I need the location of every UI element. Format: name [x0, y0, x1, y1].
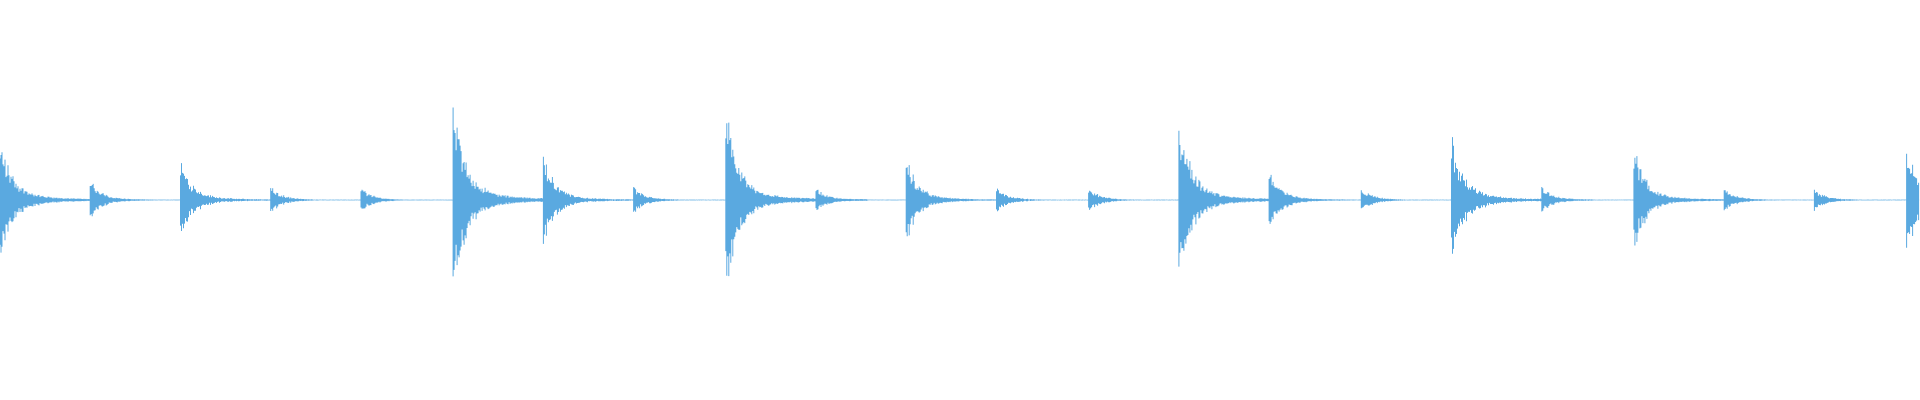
waveform-hit-13 — [1088, 190, 1183, 210]
waveform-hit-18 — [1541, 187, 1642, 212]
waveform-hit-16 — [1360, 190, 1455, 209]
waveform-hit-21 — [1813, 189, 1908, 211]
waveform-hit-2 — [89, 183, 196, 217]
waveform-hit-10 — [815, 189, 916, 210]
waveform-traces — [0, 107, 1920, 277]
waveform-hit-12 — [996, 188, 1090, 212]
waveform-hit-6 — [452, 107, 595, 277]
waveform-hit-1 — [0, 152, 142, 253]
waveform-hit-20 — [1723, 190, 1818, 211]
waveform-hit-22 — [1906, 153, 1920, 248]
waveform-hit-8 — [633, 187, 728, 212]
waveform-hit-5 — [360, 189, 455, 209]
waveform-hit-4 — [270, 188, 371, 211]
waveform-hit-17 — [1451, 137, 1593, 254]
